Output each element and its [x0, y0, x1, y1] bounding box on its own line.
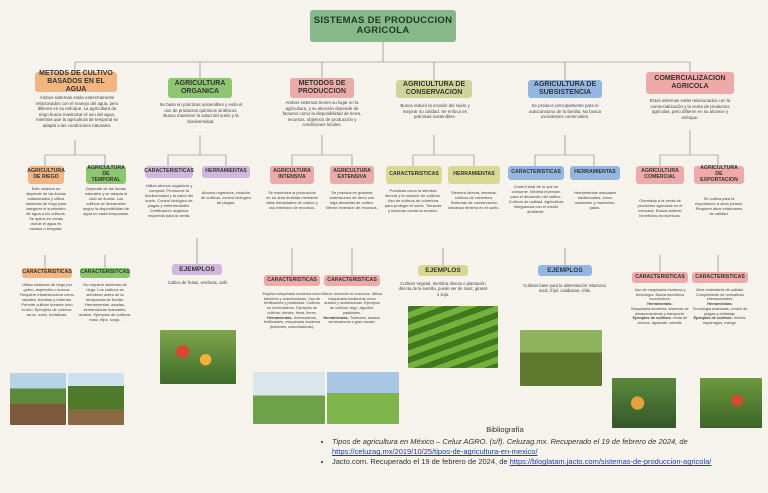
sub-intensiva: AGRICULTURA INTENSIVA [270, 166, 314, 184]
category-subsistence-desc: Se produce principalmente para el autoco… [529, 103, 601, 119]
photo-subsistence [520, 330, 602, 386]
caract-ext-desc: Menor inversión en insumos. Utiliza maqu… [322, 292, 382, 325]
caract-sub-desc: Control total de lo que se consume. Míni… [508, 184, 564, 214]
sub-exportacion-desc: Se cultiva para la exportación a otros p… [694, 196, 744, 216]
herr-sub-heading: HERRAMIENTAS [570, 166, 620, 180]
category-water-methods: METODS DE CULTIVO BASADOS EN EL AGUA [35, 70, 117, 93]
photo-organic [160, 330, 236, 384]
category-production-methods: METODOS DE PRODUCCION [290, 78, 354, 98]
sub-comercial: AGRICULTURA COMERCIAL [636, 166, 684, 184]
caract-riego-heading: CARACTERISTICAS [22, 268, 72, 278]
category-conservation-desc: Busca reducir la erosión del suelo y mej… [400, 103, 470, 119]
photo-export [700, 378, 762, 428]
herr-org-heading: HERRAMIENTAS [202, 166, 250, 178]
sub-exportacion: AGRICULTURA DE EXPORTACION [694, 166, 744, 184]
category-water-methods-desc: Ambos sistemas están estrechamente relac… [35, 95, 119, 128]
bibliography-link[interactable]: https://bloglatam.jacto.com/sistemas-de-… [509, 457, 712, 467]
page-title: SISTEMAS DE PRODUCCION AGRICOLA [310, 10, 456, 42]
caract-com-desc: Uso de maquinaria moderna y tecnología. … [631, 288, 689, 326]
category-conservation: AGRICULTURA DE CONSERVACION [396, 80, 472, 98]
caract-temporal-desc: No requiere sistemas de riego. Los culti… [78, 282, 132, 322]
photo-commercial [612, 378, 676, 428]
category-organic: AGRICULTURA ORGANICA [168, 78, 232, 98]
photo-irrigation [10, 373, 66, 425]
category-production-methods-desc: Ambos sistemas tienen su lugar en la agr… [282, 100, 362, 127]
category-organic-desc: Se basa en prácticas sostenibles y evita… [159, 102, 243, 124]
photo-conservation [408, 306, 498, 368]
herr-org-desc: Abonos orgánicos, rotación de cultivos, … [200, 190, 252, 205]
caract-exp-heading: CARACTERISTICAS [692, 272, 748, 283]
herr-sub-desc: Herramientas manuales tradicionales, com… [573, 190, 617, 210]
sub-temporal: AGRICULTURA DE TEMPORAL [86, 165, 126, 184]
sub-riego-desc: Este sistema no depende de las lluvias e… [25, 186, 67, 231]
caract-int-heading: CARACTERISTICAS [264, 275, 320, 286]
sub-comercial-desc: Orientada a la venta de productos agríco… [637, 198, 683, 218]
bibliography: Bibliografía Tipos de agricultura en Méx… [320, 425, 760, 468]
herr-cons-desc: Siembra directa, terrazas, cultivos de c… [448, 190, 500, 210]
caract-sub-heading: CARACTERISTICAS [508, 166, 564, 180]
caract-org-desc: Utiliza abonos orgánicos y compost. Prom… [144, 183, 194, 218]
caract-org-heading: CARACTERISTICAS [144, 166, 194, 178]
sub-extensiva-desc: Se practica en grandes extensiones de ti… [326, 190, 378, 210]
sub-intensiva-desc: Se maximiza la producción en un área lim… [266, 190, 318, 210]
photo-rainfed [68, 373, 124, 425]
sub-riego: AGRICULTURA DE RIEGO [27, 166, 65, 184]
caract-ext-heading: CARACTERISTICAS [324, 275, 380, 286]
caract-com-heading: CARACTERISTICAS [632, 272, 688, 283]
herr-cons-heading: HERRAMIENTAS [448, 166, 500, 184]
ejemplos-org-heading: EJEMPLOS [172, 264, 222, 275]
sub-temporal-desc: Depende de las lluvias naturales y se ad… [82, 186, 130, 216]
ejemplos-cons-desc: Cultivos Vegetal. Siembra directa o plan… [398, 281, 488, 297]
category-commercialization: COMERCIALIZACION AGRICOLA [646, 72, 734, 94]
ejemplos-sub-heading: EJEMPLOS [538, 265, 592, 276]
caract-cons-heading: CARACTERISTICAS [386, 166, 442, 184]
caract-temporal-heading: CARACTERISITCAS [80, 268, 130, 278]
category-subsistence: AGRICULTURA DE SUBSISTENCIA [528, 80, 602, 98]
sub-extensiva: AGRICULTURA EXTENSIVA [330, 166, 374, 184]
caract-cons-desc: Prácticas como la siembra directa y la r… [384, 188, 442, 213]
ejemplos-cons-heading: EJEMPLOS [418, 265, 468, 276]
bibliography-link[interactable]: https://celuzag.mx/2019/10/25/tipos-de-a… [332, 447, 538, 457]
photo-intensive [253, 372, 325, 424]
caract-exp-desc: Altos estándares de calidad. Cumplimient… [692, 288, 748, 326]
bibliography-item: Tipos de agricultura en México – Celuz A… [332, 437, 760, 457]
bibliography-heading: Bibliografía [486, 425, 524, 434]
category-commercialization-desc: Estos sistemas están relacionados con la… [649, 98, 731, 120]
photo-extensive [327, 372, 399, 424]
ejemplos-sub-desc: Cultivos base para la alimentación: Mazo… [523, 283, 607, 294]
caract-riego-desc: Utiliza sistemas de riego por goteo, asp… [20, 282, 74, 317]
bibliography-item: Jacto.com. Recuperado el 19 de febrero d… [332, 457, 760, 467]
ejemplos-org-desc: Cultivo de frutas, verduras, café. [167, 280, 229, 285]
caract-int-desc: Emplea maquinaria moderna como tractores… [262, 292, 322, 330]
